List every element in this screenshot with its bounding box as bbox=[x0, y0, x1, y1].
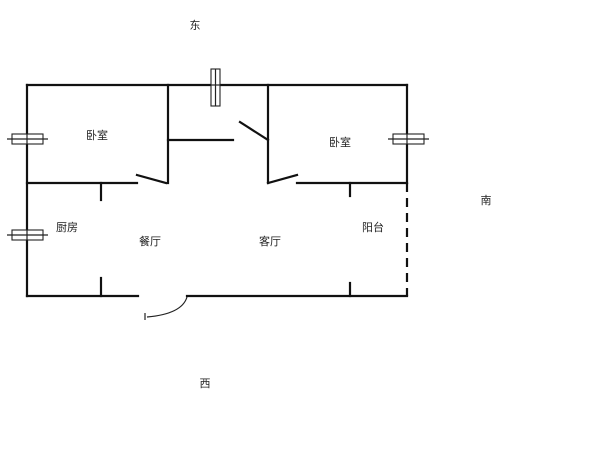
window-left-bedroom bbox=[7, 133, 48, 145]
right-bedroom-door bbox=[266, 173, 299, 185]
compass-east: 东 bbox=[190, 19, 201, 32]
middle-room-door bbox=[238, 120, 270, 142]
window-kitchen bbox=[7, 229, 48, 241]
window-right-bedroom bbox=[388, 133, 429, 145]
room-label-kitchen: 厨房 bbox=[56, 221, 78, 234]
compass-south: 南 bbox=[481, 194, 492, 207]
room-label-left-bedroom: 卧室 bbox=[86, 128, 108, 142]
room-label-dining: 餐厅 bbox=[139, 234, 161, 248]
entry-door-arc bbox=[146, 296, 188, 318]
room-label-right-bedroom: 卧室 bbox=[329, 135, 351, 149]
room-label-balcony: 阳台 bbox=[362, 220, 384, 234]
window-top bbox=[210, 68, 221, 107]
left-bedroom-door bbox=[135, 173, 168, 185]
compass-west: 西 bbox=[200, 377, 211, 390]
room-label-living: 客厅 bbox=[259, 234, 281, 248]
